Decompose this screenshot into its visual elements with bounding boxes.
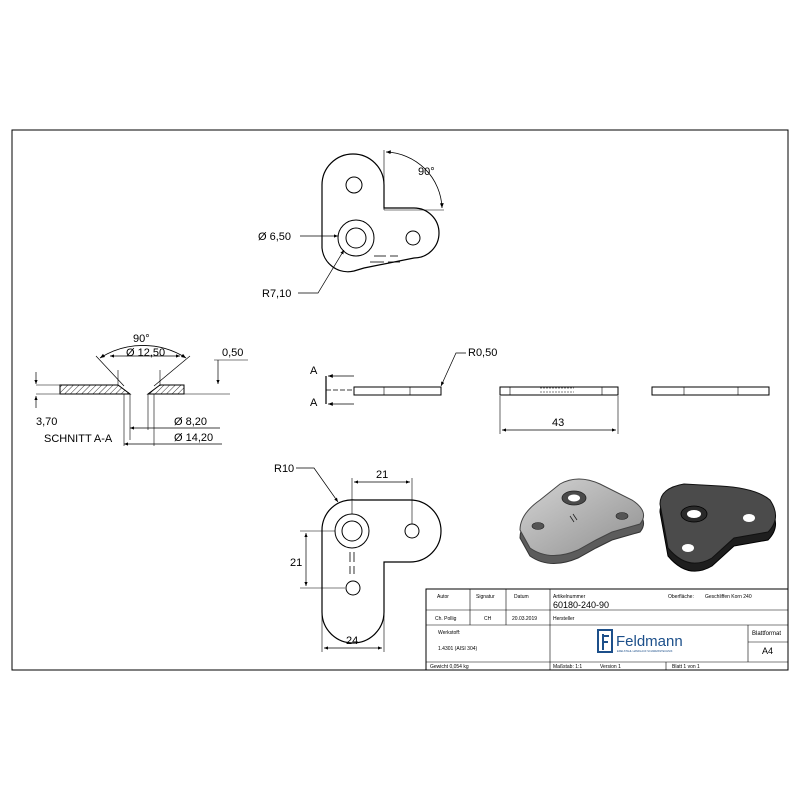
section-body-right — [146, 384, 185, 395]
manufacturer-label: Hersteller — [553, 616, 575, 622]
top-view: 90° Ø 6,50 R7,10 — [258, 150, 444, 300]
front-csk-outer — [334, 513, 370, 549]
section-angle-label: 90° — [133, 333, 150, 345]
title-block: Autor Signatur Datum Artikelnummer Oberf… — [425, 588, 789, 671]
section-marker-top: A — [310, 365, 318, 377]
top-view-outline — [321, 153, 440, 273]
side-left-plate — [353, 386, 442, 396]
iso-light-hole-2 — [531, 522, 545, 530]
side-right-plate — [651, 386, 770, 396]
top-right-hole — [405, 230, 421, 246]
signature-value: CH — [484, 616, 492, 622]
weight-label: Gewicht 0,054 kg — [430, 664, 469, 670]
title-block-frame — [425, 588, 789, 671]
iso-view-light — [519, 478, 645, 564]
sheet-label: Blatt 1 von 1 — [672, 664, 700, 670]
front-view-outline — [321, 499, 442, 644]
date-value: 20.03.2019 — [512, 616, 537, 622]
dim-21-horizontal: 21 — [376, 469, 388, 481]
format-label: Blattformat — [752, 631, 781, 637]
version-label: Version 1 — [600, 664, 621, 670]
company-tagline: EDELSTAHL HANDLAUF SCHWEISSTECHNIK — [617, 649, 673, 653]
top-angle-label: 90° — [418, 166, 435, 178]
top-small-hole — [345, 176, 363, 194]
side-view-middle: 43 — [499, 386, 619, 434]
hdr-surface: Oberfläche: — [668, 594, 694, 600]
author-value: Ch. Pollig — [435, 616, 457, 622]
iso-view-dark — [659, 483, 776, 572]
depth-label: 3,70 — [36, 416, 57, 428]
iso-light-hole-1 — [615, 512, 629, 520]
iso-dark-hole-2 — [682, 544, 694, 552]
side-view-left: A A R0,50 — [310, 347, 497, 409]
top-csk-outer — [337, 219, 375, 257]
hole-dia-label: Ø 6,50 — [258, 231, 291, 243]
section-marker-bottom: A — [310, 397, 318, 409]
drawing-frame — [11, 129, 789, 671]
section-body-left — [59, 384, 132, 395]
dim-24-label: 24 — [346, 635, 358, 647]
csk-dia-label: Ø 12,50 — [126, 347, 165, 359]
side-middle-plate — [499, 386, 619, 396]
front-csk-inner — [341, 520, 363, 542]
scale-label: Maßstab: 1:1 — [553, 664, 582, 670]
length-43-label: 43 — [552, 417, 564, 429]
hole-14-label: Ø 14,20 — [174, 432, 213, 444]
hdr-article: Artikelnummer — [553, 594, 586, 600]
front-view: R10 21 21 24 — [274, 463, 442, 652]
hdr-signature: Signatur — [476, 594, 495, 600]
edge-radius-label: R0,50 — [468, 347, 497, 359]
format-value: A4 — [762, 646, 773, 656]
material-label: Werkstoff: — [438, 630, 460, 636]
company-name: Feldmann — [616, 633, 683, 650]
material-value: 1.4301 (AISI 304) — [438, 646, 478, 652]
surface-value: Geschliffen Korn 240 — [705, 594, 752, 600]
section-view: 90° Ø 12,50 0,50 3,70 Ø 8,20 Ø 14,20 SCH… — [34, 333, 248, 446]
iso-dark-hole-1 — [743, 514, 755, 522]
hdr-author: Autor — [437, 594, 449, 600]
section-title: SCHNITT A-A — [44, 433, 113, 445]
dim-21-vertical: 21 — [290, 557, 302, 569]
thickness-label: 0,50 — [222, 347, 243, 359]
hole-8-label: Ø 8,20 — [174, 416, 207, 428]
feldmann-logo-icon — [597, 629, 613, 653]
side-view-right — [651, 386, 770, 396]
hdr-date: Datum — [514, 594, 529, 600]
front-right-hole — [404, 523, 420, 539]
article-number: 60180-240-90 — [553, 600, 609, 610]
front-bottom-hole — [345, 580, 361, 596]
radius-10-label: R10 — [274, 463, 294, 475]
top-csk-inner — [345, 227, 367, 249]
radius-7-label: R7,10 — [262, 288, 291, 300]
